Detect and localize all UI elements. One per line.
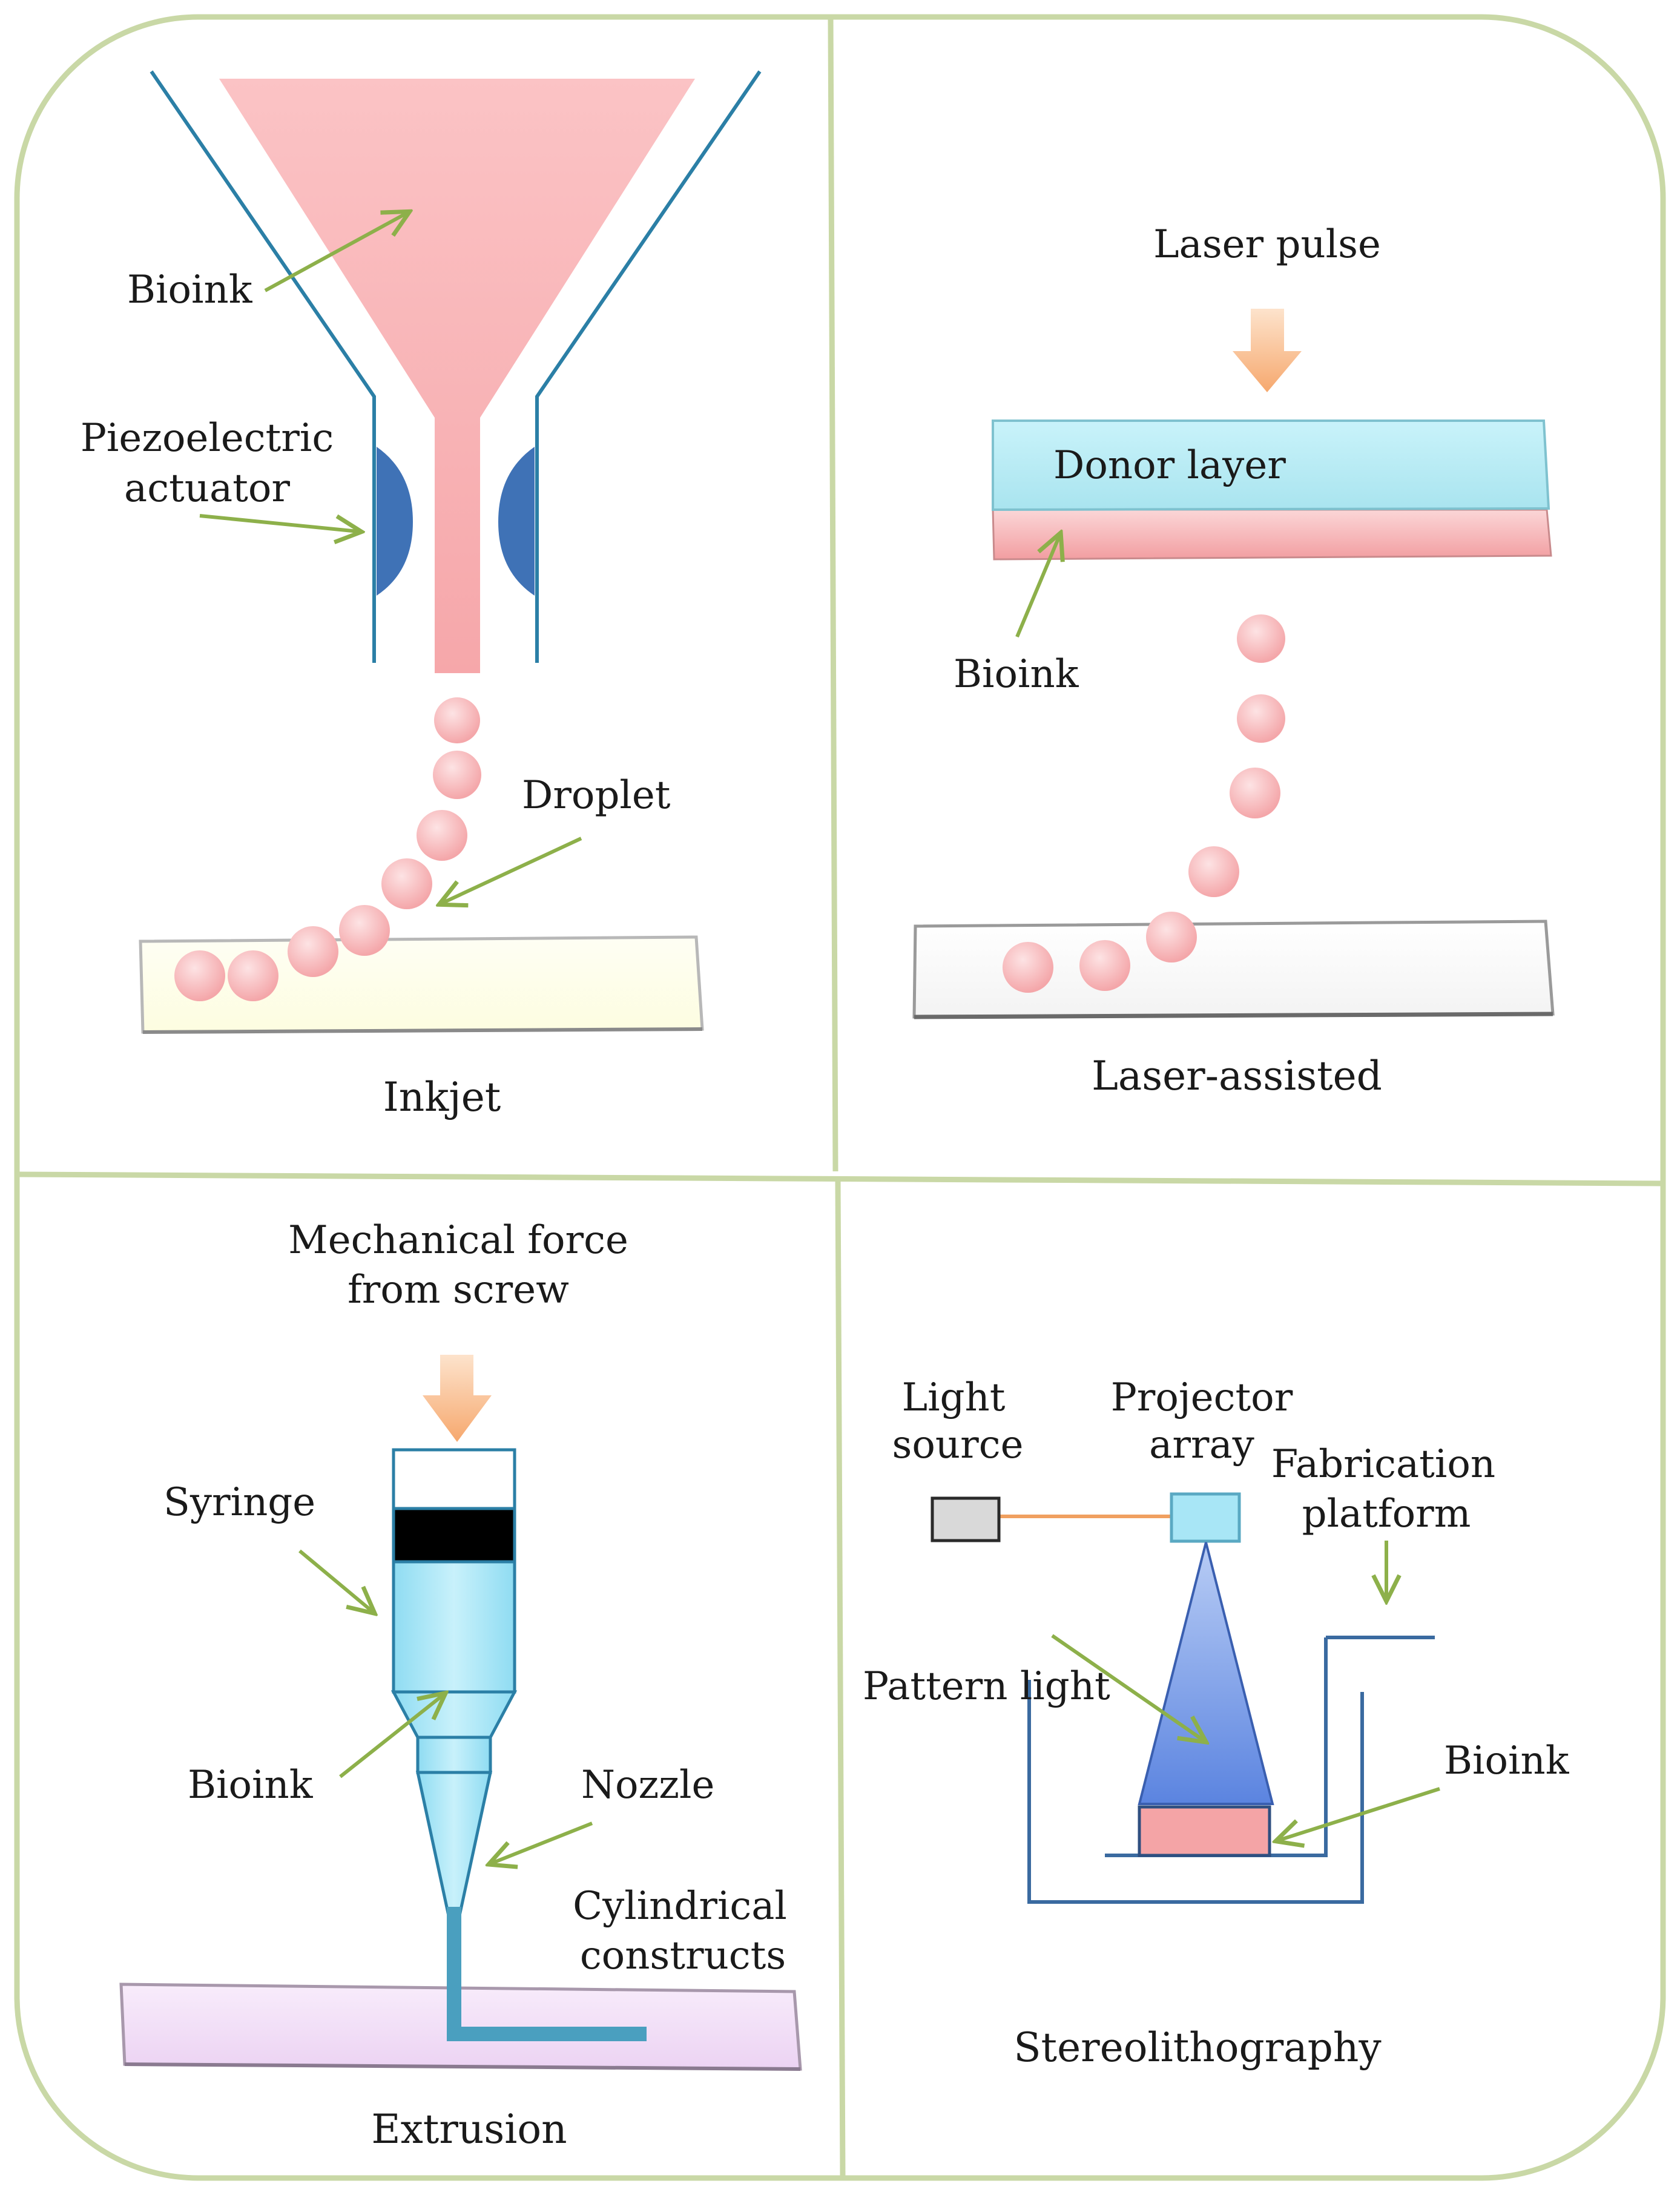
droplet [1230,768,1280,818]
panel-stereolithography: Light source Projector array Fabrication… [863,1375,1570,2071]
inkjet-right-wall [535,70,762,663]
label-pattern-light: Pattern light [863,1664,1110,1709]
label-droplet: Droplet [522,773,671,818]
piezo-actuator-right [498,447,535,596]
droplet [1146,912,1197,962]
syringe-taper [390,1690,518,1739]
laser-droplets [1003,614,1285,993]
droplet [1188,846,1239,897]
inkjet-droplets [174,697,481,1001]
arrow-piezo [199,514,358,531]
label-projector-line2: array [1149,1423,1254,1467]
outer-frame [14,14,1666,2181]
label-light-line2: source [892,1423,1024,1467]
panel-extrusion: Mechanical force from screw Syringe Bioi… [119,1218,802,2153]
caption-extrusion: Extrusion [371,2106,567,2153]
label-force-line1: Mechanical force [288,1218,628,1263]
syringe-barrel [392,1560,516,1694]
label-bioink-laser: Bioink [954,652,1079,697]
resin-vat [1027,1680,1364,1904]
projector-array-box [1170,1492,1241,1543]
panel-laser: Laser pulse Donor layer Bioink Laser-ass… [912,222,1555,1099]
label-force-line2: from screw [348,1268,569,1312]
caption-inkjet: Inkjet [383,1074,501,1120]
pattern-light-beam [1138,1542,1274,1805]
arrow-pattern-light [1051,1634,1204,1740]
label-platform-line1: Fabrication [1271,1442,1495,1487]
label-piezo-line1: Piezoelectric [81,416,334,461]
extrusion-nozzle [415,1771,493,1915]
label-projector-line1: Projector [1111,1375,1293,1420]
panel-inkjet: Bioink Piezoelectric actuator Droplet In… [81,70,762,1120]
arrow-nozzle [492,1821,593,1863]
droplet [433,751,481,799]
arrow-droplet [442,837,582,903]
label-laser-pulse: Laser pulse [1153,222,1381,267]
sla-bioink-block [1138,1805,1271,1857]
light-source-box [931,1496,1001,1542]
label-constructs-line2: constructs [580,1933,786,1978]
label-constructs-line1: Cylindrical [573,1884,787,1929]
laser-pulse-arrow [1233,309,1302,392]
syringe-neck [416,1736,492,1774]
divider-horizontal [18,1171,1662,1186]
droplet [339,905,390,956]
arrow-bioink-sla [1279,1787,1440,1840]
arrow-bioink-inkjet [264,213,407,292]
droplet [1003,942,1053,993]
divider-vertical-top [828,18,838,1172]
droplet [228,950,278,1001]
inkjet-bioink-reservoir [219,79,695,673]
arrow-bioink-extrusion [339,1695,443,1778]
arrow-bioink-laser [1015,536,1059,638]
label-bioink-extrusion: Bioink [188,1763,314,1808]
label-syringe: Syringe [163,1480,315,1525]
droplet [1237,614,1285,663]
label-bioink-sla: Bioink [1444,1739,1570,1783]
droplet [1237,694,1285,743]
arrow-syringe [298,1549,372,1611]
caption-stereolithography: Stereolithography [1013,2024,1382,2071]
inkjet-left-wall [150,70,376,663]
label-bioink-inkjet: Bioink [127,268,253,312]
inkjet-substrate-edge [142,1027,703,1034]
laser-bioink-layer [992,508,1552,561]
droplet [1079,940,1130,991]
divider-vertical-bottom [835,1180,846,2177]
label-donor-layer: Donor layer [1053,443,1286,488]
droplet [381,858,432,909]
droplet [288,926,338,977]
droplet [434,697,480,743]
droplet [174,950,225,1001]
label-nozzle: Nozzle [581,1763,714,1808]
label-light-line1: Light [902,1375,1006,1420]
syringe-plunger [392,1507,516,1564]
donor-layer [992,420,1550,512]
force-arrow [423,1355,492,1442]
label-platform-line2: platform [1302,1492,1471,1536]
inkjet-substrate [139,935,704,1034]
cylindrical-construct [447,1907,647,2041]
caption-laser: Laser-assisted [1092,1053,1382,1099]
laser-substrate-edge [914,1012,1553,1019]
piezo-actuator-left [377,447,413,596]
extrusion-platform-edge [124,2062,801,2071]
label-piezo-line2: actuator [124,466,290,511]
droplet [417,810,467,861]
syringe-top [392,1448,516,1510]
